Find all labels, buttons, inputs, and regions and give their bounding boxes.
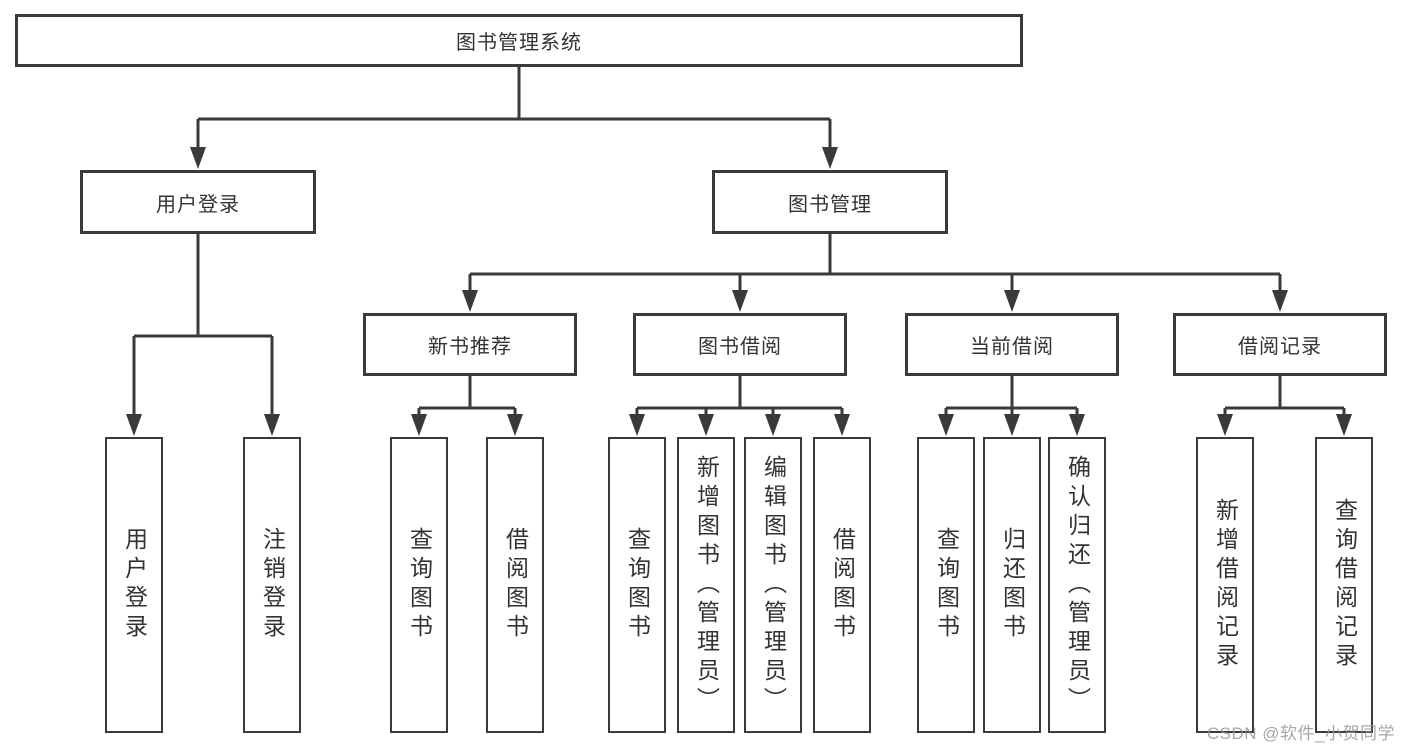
leaf-records-query-record: 查询借阅记录	[1315, 437, 1373, 733]
node-label: 新书推荐	[428, 336, 512, 358]
leaf-newbook-borrow-books: 借阅图书	[486, 437, 544, 733]
leaf-currentborrow-confirm-return-admin: 确认归还（管理员）	[1048, 437, 1106, 733]
leaf-label: 新增借阅记录	[1212, 498, 1239, 672]
node-label: 当前借阅	[970, 336, 1054, 358]
connector-newbook-to-leaves	[411, 376, 523, 436]
node-label: 借阅记录	[1238, 336, 1322, 358]
leaf-label: 借阅图书	[502, 527, 529, 643]
leaf-label: 借阅图书	[829, 527, 856, 643]
node-book-borrow: 图书借阅	[633, 313, 847, 376]
leaf-logout: 注销登录	[243, 437, 301, 733]
connector-bookmgmt-to-level3	[462, 234, 1288, 312]
leaf-currentborrow-query-books: 查询图书	[917, 437, 975, 733]
node-label: 图书管理	[788, 193, 872, 216]
leaf-label: 注销登录	[259, 527, 286, 643]
leaf-bookborrow-edit-books-admin: 编辑图书（管理员）	[744, 437, 802, 733]
connector-currentborrow-to-leaves	[938, 376, 1085, 436]
leaf-label: 查询借阅记录	[1331, 498, 1358, 672]
leaf-label: 新增图书（管理员）	[693, 454, 720, 716]
leaf-label: 查询图书	[933, 527, 960, 643]
leaf-label: 查询图书	[624, 527, 651, 643]
connector-login-to-leaves	[126, 234, 280, 436]
node-root-system: 图书管理系统	[15, 14, 1023, 67]
node-new-book-recommend: 新书推荐	[363, 313, 577, 376]
node-label: 图书管理系统	[456, 32, 582, 54]
node-borrow-records: 借阅记录	[1173, 313, 1387, 376]
leaf-newbook-query-books: 查询图书	[390, 437, 448, 733]
leaf-user-login: 用户登录	[105, 437, 163, 733]
connector-root-to-level2	[190, 67, 838, 169]
node-book-management: 图书管理	[712, 170, 948, 234]
node-label: 用户登录	[156, 193, 240, 216]
leaf-label: 查询图书	[406, 527, 433, 643]
leaf-currentborrow-return-books: 归还图书	[983, 437, 1041, 733]
connector-records-to-leaves	[1217, 376, 1352, 436]
leaf-bookborrow-query-books: 查询图书	[608, 437, 666, 733]
leaf-bookborrow-borrow-books: 借阅图书	[813, 437, 871, 733]
connector-bookborrow-to-leaves	[629, 376, 850, 436]
leaf-label: 用户登录	[121, 527, 148, 643]
leaf-label: 编辑图书（管理员）	[760, 454, 787, 716]
node-current-borrow: 当前借阅	[905, 313, 1119, 376]
leaf-bookborrow-add-books-admin: 新增图书（管理员）	[677, 437, 735, 733]
node-user-login: 用户登录	[80, 170, 316, 234]
csdn-watermark: CSDN @软件_小贺同学	[1206, 724, 1395, 743]
leaf-records-add-record: 新增借阅记录	[1196, 437, 1254, 733]
node-label: 图书借阅	[698, 336, 782, 358]
leaf-label: 确认归还（管理员）	[1064, 454, 1091, 716]
leaf-label: 归还图书	[999, 527, 1026, 643]
